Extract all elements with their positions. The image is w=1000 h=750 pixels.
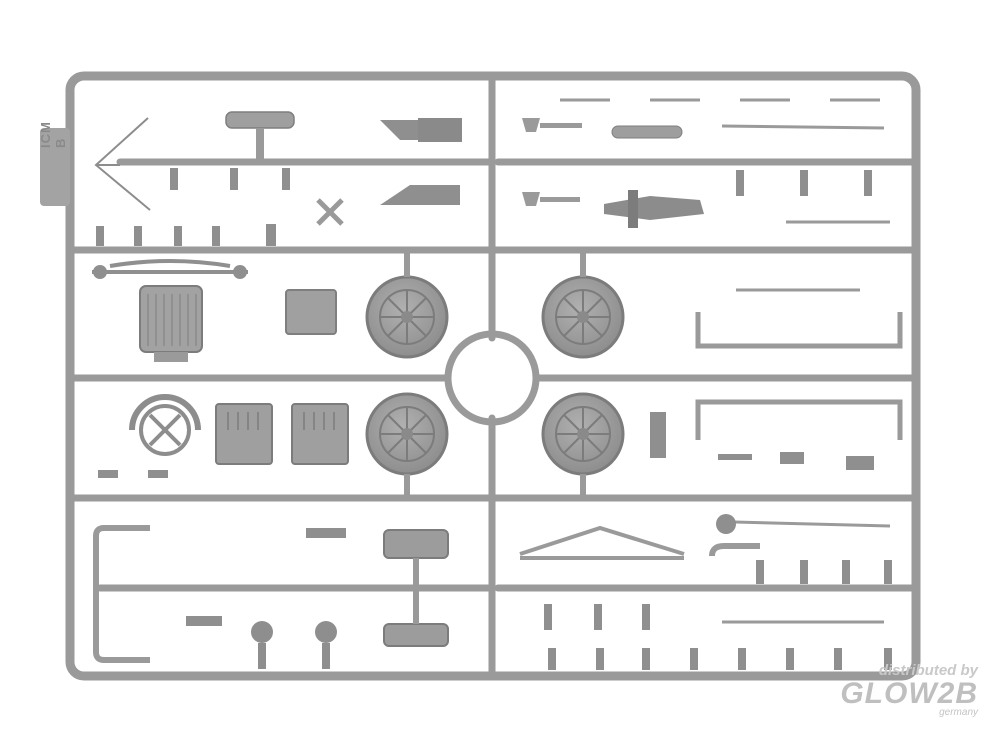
wheel-part [541, 275, 625, 359]
lamp-part [251, 621, 337, 669]
shovel-part [522, 118, 582, 206]
watermark-logo: GLOW2B [840, 677, 978, 710]
tab-brand-mark: ICM [38, 121, 53, 148]
tube-part [225, 111, 295, 162]
tank-part [383, 529, 449, 647]
jack-part [604, 125, 704, 228]
bar-part [695, 312, 903, 440]
sprue-tab-label: ICM B [38, 121, 68, 148]
rod-part [721, 124, 891, 624]
fender-part [380, 118, 462, 205]
sprue-runners [66, 72, 920, 680]
suspension-part [519, 525, 685, 560]
exhaust-pipe-part [93, 525, 150, 663]
steering-wheel-part [129, 394, 201, 456]
tab-letter: B [53, 137, 68, 148]
sprue-tab [40, 128, 70, 206]
axle-part [92, 259, 248, 279]
wheel-part [365, 275, 449, 359]
cross-part [316, 198, 344, 226]
wheel-part [541, 392, 625, 476]
horn-part [709, 514, 760, 557]
distributor-watermark: distributed by GLOW2B germany [840, 662, 978, 718]
small-parts-row [96, 168, 892, 670]
wheel-part [365, 392, 449, 476]
frame-rod-part [94, 117, 151, 211]
watermark-line3: germany [939, 707, 978, 718]
wheel-gates [404, 250, 586, 498]
box-part [285, 289, 337, 335]
hood-panel [215, 403, 349, 465]
radiator-part [139, 285, 203, 362]
center-ring [444, 330, 540, 426]
watermark-line1: distributed by [878, 662, 978, 679]
